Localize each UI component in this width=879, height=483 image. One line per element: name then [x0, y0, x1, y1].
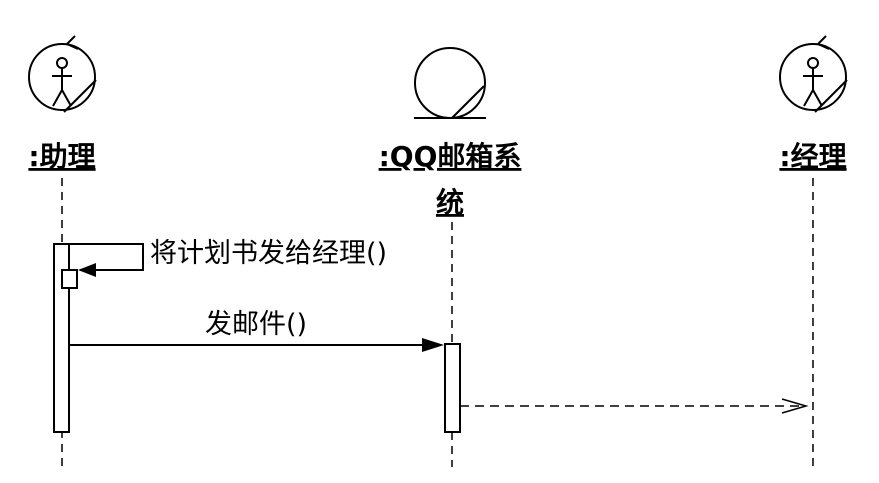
actor-assistant-icon: [28, 35, 97, 113]
activation-qq: [444, 343, 461, 433]
send-mail-arrowhead: [422, 338, 444, 352]
message-send-mail-label: 发邮件(): [205, 309, 307, 340]
actor-manager-icon: [779, 35, 848, 113]
message-self: 将计划书发给经理(): [69, 238, 387, 277]
self-message-arrowhead: [78, 263, 96, 277]
lifeline-manager-name: :经理: [779, 140, 846, 173]
notify-arrowhead: [781, 398, 809, 414]
activation-assistant: [53, 243, 70, 433]
activation-assistant-nested: [61, 269, 78, 289]
lifeline-assistant: :助理: [28, 35, 97, 467]
entity-qq-icon: [414, 47, 486, 119]
lifeline-qq-name-line1: :QQ邮箱系: [379, 140, 522, 173]
lifeline-manager: :经理: [779, 35, 848, 467]
message-notify: [460, 398, 809, 414]
lifeline-qq-name-line2: 统: [436, 186, 464, 219]
lifeline-qq: :QQ邮箱系 统: [379, 47, 522, 467]
lifeline-assistant-name: :助理: [28, 140, 95, 173]
message-send-mail: 发邮件(): [69, 309, 444, 352]
message-self-label: 将计划书发给经理(): [150, 238, 387, 269]
